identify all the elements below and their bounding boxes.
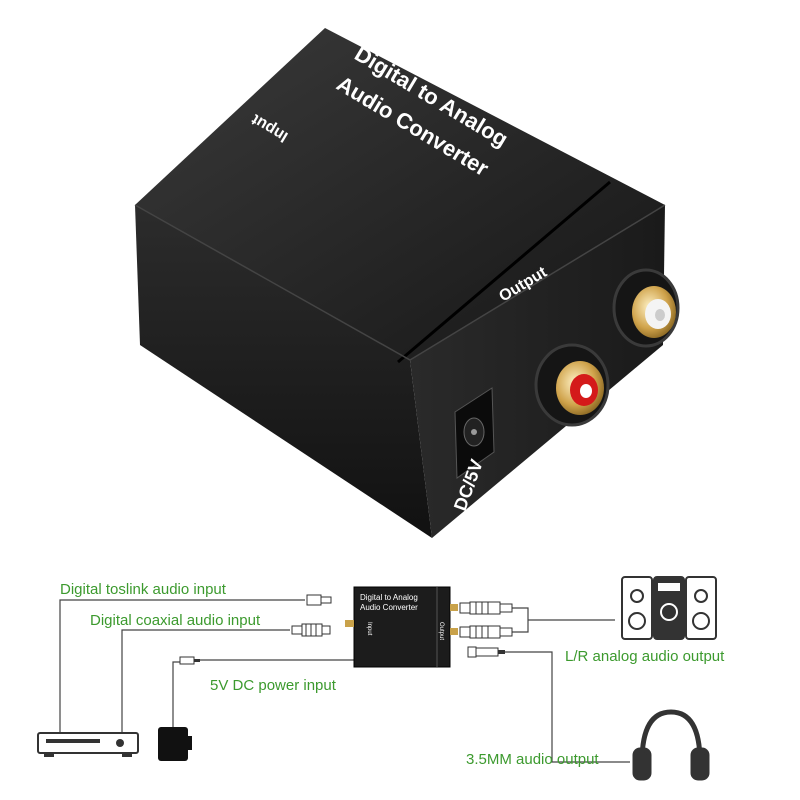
lr-output-label: L/R analog audio output (565, 648, 725, 665)
dc-plug-icon (179, 656, 200, 665)
rca-white-jack (612, 268, 680, 348)
output-rca-plugs (459, 601, 513, 639)
mini-converter: Digital to Analog Audio Converter Input … (345, 586, 458, 668)
connection-diagram: Digital to Analog Audio Converter Input … (37, 576, 717, 781)
mini-output-label: Output (438, 622, 444, 640)
box-front-face (135, 205, 432, 538)
connection-lines (59, 599, 630, 763)
headphone-output-label: 3.5MM audio output (466, 751, 599, 768)
headphones-icon (632, 709, 710, 781)
toslink-plug-icon (306, 594, 332, 606)
mini-input-label: Input (366, 622, 372, 636)
audio-jack-plug-icon (467, 646, 505, 658)
rca-plug-icon (291, 623, 331, 637)
toslink-input-label: Digital toslink audio input (60, 581, 226, 598)
rca-red-jack (534, 343, 610, 427)
converter-box: Digital to Analog Audio Converter Input … (134, 28, 680, 538)
box-lid-seam (397, 180, 611, 364)
mini-title-line2: Audio Converter (360, 603, 418, 612)
power-adapter-icon (158, 727, 192, 761)
speaker-system-icon (621, 576, 717, 640)
box-top-face (135, 28, 665, 360)
box-edge (134, 204, 666, 361)
power-input-label: 5V DC power input (210, 677, 336, 694)
mini-title-line1: Digital to Analog (360, 593, 418, 602)
coaxial-input-label: Digital coaxial audio input (90, 612, 261, 629)
dvd-player-icon (37, 732, 139, 757)
dc-power-jack (454, 387, 495, 479)
